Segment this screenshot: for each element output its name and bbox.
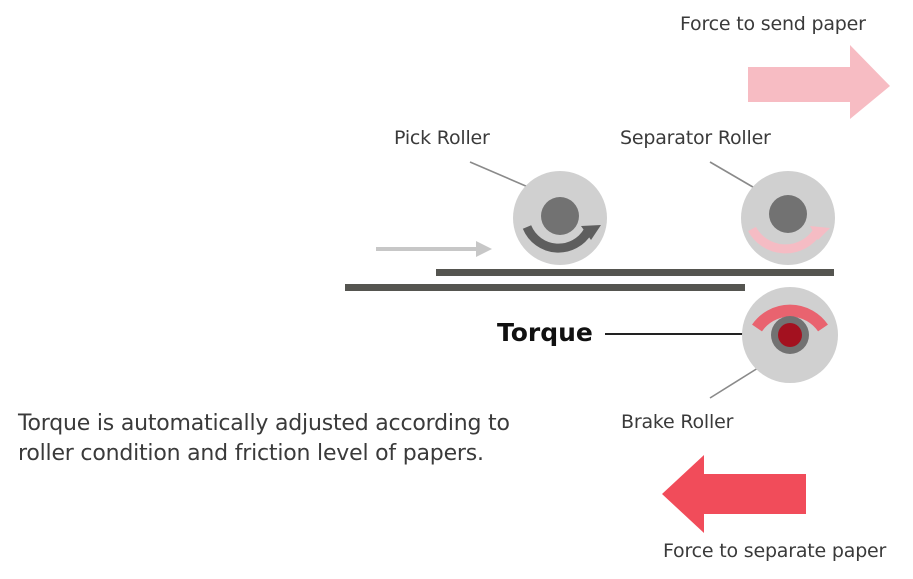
- separator-roller: [741, 171, 835, 265]
- paper-sheet-bottom: [345, 284, 745, 291]
- brake-hub: [778, 323, 802, 347]
- description-line-1: Torque is automatically adjusted accordi…: [18, 411, 510, 436]
- separator-roller-label: Separator Roller: [620, 127, 771, 149]
- pick-roller-label: Pick Roller: [394, 127, 490, 149]
- brake-torque-arc: [752, 304, 828, 332]
- pick-roller-leader: [469, 161, 536, 191]
- description-line-2: roller condition and friction level of p…: [18, 441, 484, 466]
- separator-roller-leader: [709, 161, 759, 191]
- torque-label: Torque: [497, 318, 593, 347]
- paper-sheet-top: [436, 269, 834, 276]
- pick-rotation-arrow: [522, 225, 592, 253]
- send-force-arrow: [748, 45, 890, 119]
- force-separate-label: Force to separate paper: [663, 540, 887, 562]
- pick-roller: [513, 171, 607, 265]
- separate-force-arrow: [662, 455, 806, 533]
- brake-roller: [742, 287, 838, 383]
- brake-roller-leader: [709, 367, 759, 399]
- feed-direction-arrow: [376, 241, 492, 257]
- force-send-label: Force to send paper: [680, 13, 866, 35]
- brake-roller-label: Brake Roller: [621, 411, 734, 433]
- separator-rotation-arrow: [748, 226, 821, 254]
- description-text: Torque is automatically adjusted accordi…: [18, 409, 510, 469]
